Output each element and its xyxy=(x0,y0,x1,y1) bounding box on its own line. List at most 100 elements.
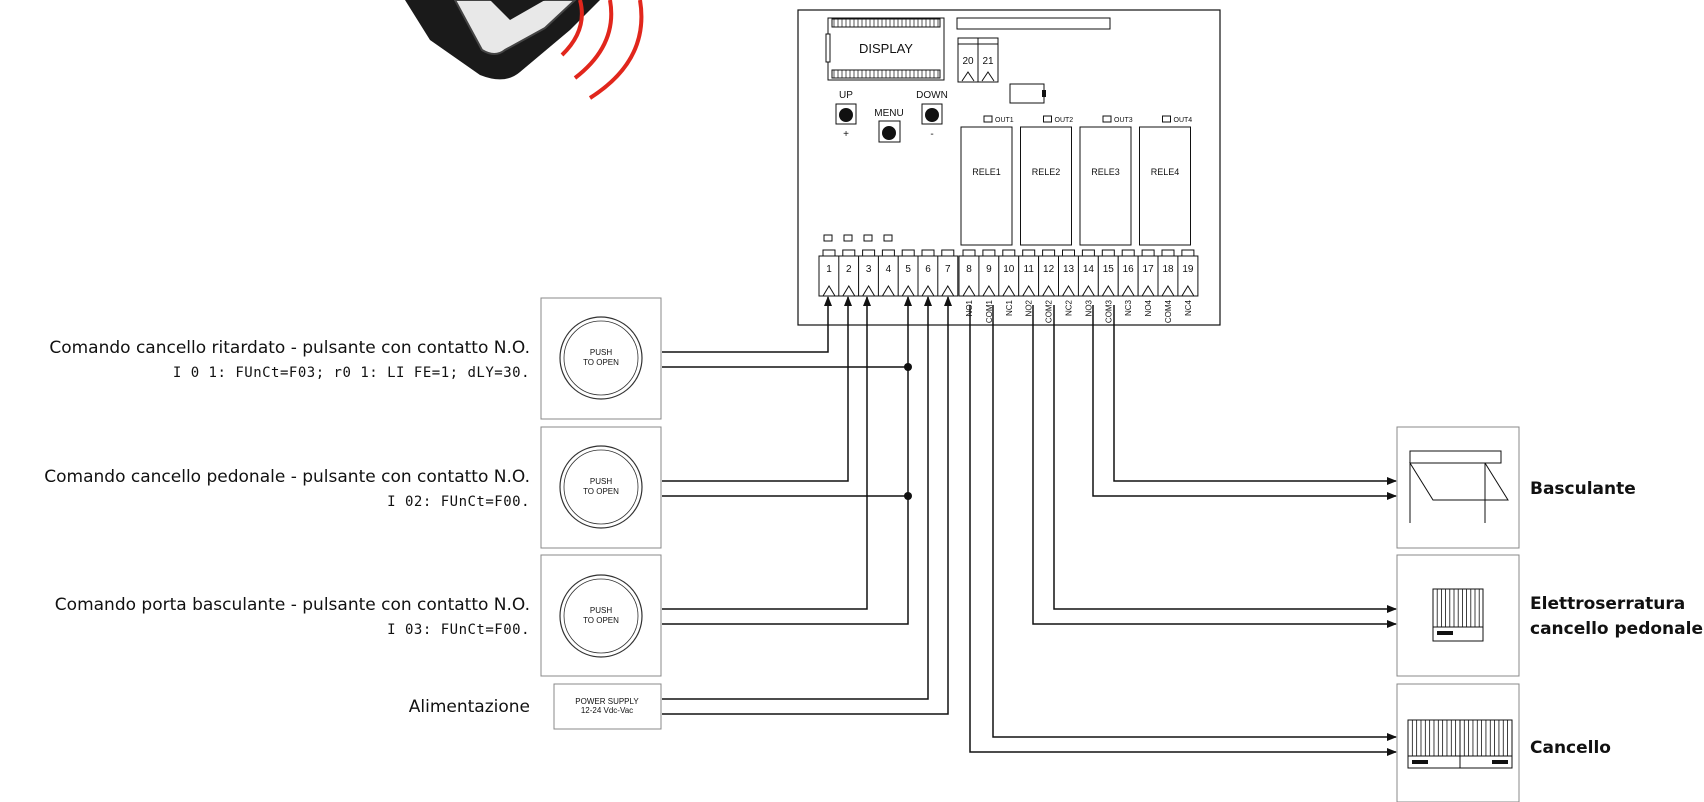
terminal-number: 5 xyxy=(905,264,911,275)
push-button-1: PUSH TO OPEN xyxy=(540,297,662,420)
relay-3: RELE3 xyxy=(1079,126,1132,246)
terminal-2: 2 xyxy=(838,249,860,297)
relay-2: RELE2 xyxy=(1020,126,1072,246)
sliding-gate-icon xyxy=(1396,683,1520,802)
terminal-number: 16 xyxy=(1123,264,1135,275)
relay-4: RELE4 xyxy=(1139,126,1191,246)
down-button: DOWN - xyxy=(916,90,948,140)
terminal-6: 6 xyxy=(917,249,939,297)
garage-door-icon xyxy=(1396,426,1520,549)
relay-pin-label: NO4 xyxy=(1144,299,1153,316)
input-led-4 xyxy=(883,234,893,242)
terminal-number: 17 xyxy=(1143,264,1155,275)
relay-pin-label: NC4 xyxy=(1184,299,1193,316)
svg-text:TO OPEN: TO OPEN xyxy=(583,616,619,625)
relay-pin-label: COM1 xyxy=(985,299,994,323)
terminal-1: 1 xyxy=(818,249,840,297)
input-3-label: Comando porta basculante - pulsante con … xyxy=(54,595,530,615)
down-sign: - xyxy=(930,129,933,140)
svg-text:PUSH: PUSH xyxy=(590,477,612,486)
input-1-code: I 0 1: FUnCt=F03; r0 1: LI FE=1; dLY=30. xyxy=(172,365,530,381)
terminal-number: 19 xyxy=(1182,264,1194,275)
input-2-label: Comando cancello pedonale - pulsante con… xyxy=(44,467,530,487)
power-label: Alimentazione xyxy=(408,697,530,717)
terminal-number: 15 xyxy=(1103,264,1115,275)
output-label: OUT3 xyxy=(1114,117,1133,124)
wires xyxy=(662,296,1397,756)
relay-pin-label: COM2 xyxy=(1045,299,1054,323)
output-label: OUT1 xyxy=(995,117,1014,124)
terminal-number: 2 xyxy=(846,264,852,275)
relay-pin-label: NO3 xyxy=(1084,299,1093,316)
terminal-number: 7 xyxy=(945,264,951,275)
input-led-2 xyxy=(843,234,853,242)
svg-text:PUSH: PUSH xyxy=(590,348,612,357)
terminal-number: 3 xyxy=(866,264,872,275)
input-1-label: Comando cancello ritardato - pulsante co… xyxy=(49,338,530,358)
terminal-21: 21 xyxy=(982,56,994,67)
up-button: UP + xyxy=(835,90,857,140)
device-lock-label-line1: Elettroserratura xyxy=(1530,594,1686,614)
relay-label: RELE1 xyxy=(972,167,1001,177)
menu-button: MENU xyxy=(874,108,904,143)
menu-label: MENU xyxy=(874,108,903,119)
up-sign: + xyxy=(843,129,849,140)
terminal-number: 18 xyxy=(1162,264,1174,275)
relay-pin-label: NO2 xyxy=(1025,299,1034,316)
gate-lock-icon xyxy=(1396,554,1520,677)
terminal-number: 10 xyxy=(1003,264,1015,275)
terminal-number: 12 xyxy=(1043,264,1055,275)
relay-pin-label: NC3 xyxy=(1124,299,1133,316)
terminal-number: 13 xyxy=(1063,264,1075,275)
input-led-1 xyxy=(823,234,833,242)
control-board: DISPLAY 20 21 UP + MENU xyxy=(797,9,1221,326)
input-led-3 xyxy=(863,234,873,242)
terminal-number: 6 xyxy=(925,264,931,275)
device-lock-label-line2: cancello pedonale xyxy=(1530,619,1703,639)
svg-text:12-24 Vdc-Vac: 12-24 Vdc-Vac xyxy=(581,706,633,715)
terminal-number: 8 xyxy=(966,264,972,275)
relay-1: RELE1 xyxy=(960,126,1013,246)
remote-control-icon xyxy=(405,0,644,100)
device-cancello-label: Cancello xyxy=(1530,738,1611,758)
aux-terminal-block: 20 21 xyxy=(957,37,999,83)
svg-text:PUSH: PUSH xyxy=(590,606,612,615)
terminal-number: 4 xyxy=(886,264,892,275)
svg-text:TO OPEN: TO OPEN xyxy=(583,487,619,496)
terminal-7: 7 xyxy=(937,249,959,297)
battery-icon xyxy=(1009,83,1046,104)
svg-text:TO OPEN: TO OPEN xyxy=(583,358,619,367)
terminal-3: 3 xyxy=(858,249,880,297)
output-led-3: OUT3 xyxy=(1102,115,1133,124)
terminal-number: 11 xyxy=(1024,264,1035,275)
terminal-5: 5 xyxy=(897,249,919,297)
terminal-number: 9 xyxy=(986,264,992,275)
terminal-number: 1 xyxy=(826,264,832,275)
relay-pin-label: NC2 xyxy=(1065,299,1074,316)
power-supply-box: POWER SUPPLY 12-24 Vdc-Vac xyxy=(553,683,662,730)
wire-junctions xyxy=(904,363,912,500)
output-led-2: OUT2 xyxy=(1043,115,1073,124)
output-led-1: OUT1 xyxy=(983,115,1014,124)
push-button-3: PUSH TO OPEN xyxy=(540,554,662,677)
svg-text:POWER SUPPLY: POWER SUPPLY xyxy=(575,697,639,706)
input-3-code: I 03: FUnCt=F00. xyxy=(387,622,530,638)
display-label: DISPLAY xyxy=(859,41,913,56)
relay-label: RELE2 xyxy=(1032,167,1061,177)
display-panel: DISPLAY xyxy=(825,17,945,81)
device-basculante-label: Basculante xyxy=(1530,479,1636,499)
terminal-number: 14 xyxy=(1083,264,1095,275)
relay-pin-label: NC1 xyxy=(1005,299,1014,316)
relay-label: RELE3 xyxy=(1091,167,1120,177)
relay-pin-label: COM3 xyxy=(1104,299,1113,323)
down-label: DOWN xyxy=(916,90,948,101)
input-2-code: I 02: FUnCt=F00. xyxy=(387,494,530,510)
